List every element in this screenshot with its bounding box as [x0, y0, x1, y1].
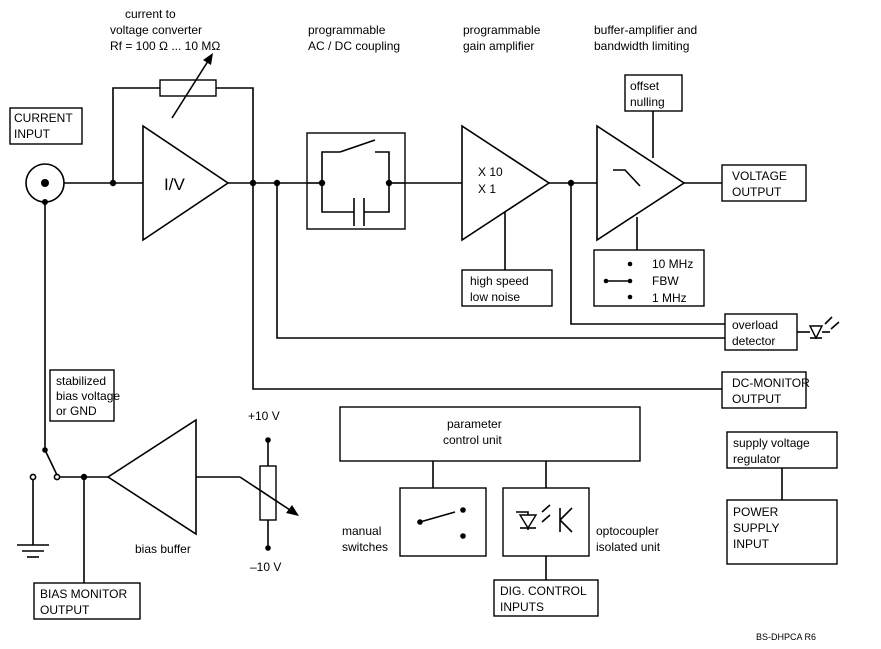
- ground-icon: [17, 480, 49, 558]
- voltage-output-text-1: VOLTAGE: [732, 169, 787, 183]
- coupling-caption-1: programmable: [308, 23, 386, 37]
- bw-10mhz-text: 10 MHz: [652, 257, 693, 271]
- minus10v-label: –10 V: [250, 560, 281, 574]
- offset-text: offset: [630, 79, 660, 93]
- variable-arrow-line: [171, 57, 211, 119]
- potentiometer-body: [259, 465, 277, 521]
- manual-text-2: switches: [342, 540, 388, 554]
- bw-1mhz-text: 1 MHz: [652, 291, 687, 305]
- opto-text-1: optocoupler: [596, 524, 659, 538]
- dig-text-1: DIG. CONTROL: [500, 584, 587, 598]
- node-dot: [42, 199, 48, 205]
- iv-caption-1: current to: [125, 7, 176, 21]
- overload-wire-2: [276, 183, 725, 339]
- supply-regulator-box: supply voltage regulator: [726, 431, 838, 469]
- bias-buffer-triangle: [106, 418, 197, 536]
- bnc-connector-icon: [25, 163, 65, 203]
- manual-text-1: manual: [342, 524, 381, 538]
- voltage-output-text-2: OUTPUT: [732, 185, 782, 199]
- bias-switch-icon: [29, 447, 61, 481]
- voltage-output-box: VOLTAGE OUTPUT: [721, 164, 807, 202]
- feedback-wire-left: [112, 87, 160, 183]
- coupling-caption-2: AC / DC coupling: [308, 39, 400, 53]
- variable-arrowhead-icon: [203, 53, 213, 65]
- power-supply-input-box: POWER SUPPLY INPUT: [726, 499, 838, 565]
- bias-monitor-text-2: OUTPUT: [40, 603, 90, 617]
- gain-x1-label: X 1: [478, 182, 496, 196]
- node-dot: [265, 545, 271, 551]
- low-noise-text: low noise: [470, 290, 520, 304]
- parameter-control-box: parameter control unit: [339, 406, 641, 462]
- gain-caption-1: programmable: [463, 23, 541, 37]
- overload-text-1: overload: [732, 318, 778, 332]
- power-text-3: INPUT: [733, 537, 770, 551]
- bias-note-box: stabilized bias voltage or GND: [49, 369, 120, 422]
- dc-monitor-box: DC-MONITOR OUTPUT: [721, 371, 810, 409]
- supply-text-2: regulator: [733, 452, 780, 466]
- overload-wire-1: [570, 183, 725, 325]
- param-text-1: parameter: [447, 417, 502, 431]
- bias-monitor-box: BIAS MONITOR OUTPUT: [33, 582, 141, 620]
- iv-label: I/V: [164, 175, 185, 194]
- led-indicator-icon: [797, 316, 840, 340]
- dig-text-2: INPUTS: [500, 600, 544, 614]
- param-text-2: control unit: [443, 433, 502, 447]
- iv-amplifier-triangle: [142, 124, 230, 242]
- lowpass-symbol-icon: [613, 169, 641, 187]
- bias-note-1: stabilized: [56, 374, 106, 388]
- power-text-2: SUPPLY: [733, 521, 779, 535]
- overload-text-2: detector: [732, 334, 775, 348]
- gain-caption-2: gain amplifier: [463, 39, 534, 53]
- dcmon-text-1: DC-MONITOR: [732, 376, 810, 390]
- nulling-text: nulling: [630, 95, 665, 109]
- digital-control-box: DIG. CONTROL INPUTS: [493, 579, 599, 617]
- overload-detector-box: overload detector: [724, 313, 798, 351]
- current-input-text-2: INPUT: [14, 127, 51, 141]
- bandwidth-select-box: 10 MHz FBW 1 MHz: [593, 249, 705, 307]
- buffer-caption-1: buffer-amplifier and: [594, 23, 697, 37]
- iv-caption-2: voltage converter: [110, 23, 202, 37]
- bias-buffer-label: bias buffer: [135, 542, 191, 556]
- pot-arrowhead-icon: [286, 505, 299, 516]
- optocoupler-box: [502, 487, 590, 557]
- node-dot: [109, 179, 117, 187]
- offset-nulling-box: offset nulling: [624, 74, 683, 112]
- gain-x10-label: X 10: [478, 165, 503, 179]
- current-input-text-1: CURRENT: [14, 111, 73, 125]
- ac-dc-coupling-block: [306, 132, 406, 230]
- high-speed-text: high speed: [470, 274, 529, 288]
- gain-amplifier-triangle: [461, 124, 551, 242]
- bias-note-2: bias voltage: [56, 389, 120, 403]
- buffer-caption-2: bandwidth limiting: [594, 39, 689, 53]
- feedback-wire-right: [216, 87, 254, 183]
- high-speed-low-noise-box: high speed low noise: [461, 269, 553, 307]
- buffer-amplifier-triangle: [596, 124, 686, 242]
- bias-monitor-text-1: BIAS MONITOR: [40, 587, 127, 601]
- reference-code: BS-DHPCA R6: [756, 632, 816, 642]
- iv-caption-3: Rf = 100 Ω ... 10 MΩ: [110, 39, 220, 53]
- bias-note-3: or GND: [56, 404, 97, 418]
- supply-text-1: supply voltage: [733, 436, 810, 450]
- power-text-1: POWER: [733, 505, 779, 519]
- opto-text-2: isolated unit: [596, 540, 661, 554]
- pot-wiper-arrow-line: [239, 476, 294, 513]
- manual-switches-box: [399, 487, 487, 557]
- plus10v-label: +10 V: [248, 409, 280, 423]
- dcmon-text-2: OUTPUT: [732, 392, 782, 406]
- dc-monitor-wire: [252, 183, 722, 390]
- bw-fbw-text: FBW: [652, 274, 679, 288]
- current-input-label-box: CURRENT INPUT: [9, 107, 83, 145]
